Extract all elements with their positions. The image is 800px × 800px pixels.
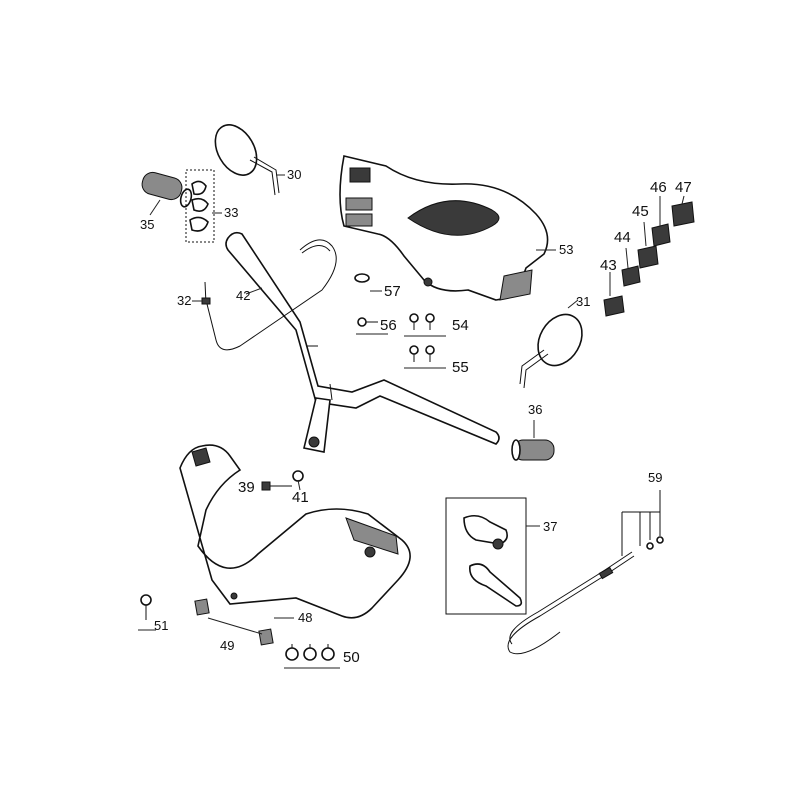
brake-cable-left (205, 239, 337, 351)
label-51: 51 (154, 618, 168, 633)
screw-55 (409, 345, 435, 362)
label-50: 50 (343, 649, 360, 666)
label-49: 49 (220, 638, 234, 653)
label-55: 55 (452, 359, 469, 376)
left-grip (141, 171, 193, 216)
switch-parts (603, 195, 695, 317)
label-39: 39 (238, 479, 255, 496)
left-mirror (214, 124, 285, 196)
label-46: 46 (650, 179, 667, 196)
clips-49 (194, 598, 274, 646)
label-42: 42 (236, 288, 250, 303)
label-56: 56 (380, 317, 397, 334)
label-53: 53 (559, 242, 573, 257)
label-30: 30 (287, 167, 301, 182)
brake-lever-assembly (445, 497, 540, 615)
screw-54 (409, 313, 435, 330)
right-grip (511, 420, 555, 461)
grip-end-parts (185, 169, 222, 243)
fasteners-upper (354, 273, 446, 369)
label-36: 36 (528, 402, 542, 417)
label-31: 31 (576, 294, 590, 309)
rear-handlebar-cover (179, 444, 411, 619)
label-41: 41 (292, 489, 309, 506)
label-44: 44 (614, 229, 631, 246)
label-59: 59 (648, 470, 662, 485)
label-57: 57 (384, 283, 401, 300)
right-mirror (519, 299, 583, 389)
screws-50 (284, 644, 340, 669)
label-45: 45 (632, 203, 649, 220)
label-54: 54 (452, 317, 469, 334)
cable-end (192, 281, 211, 305)
handlebar (225, 231, 500, 453)
front-handlebar-cover (339, 155, 556, 301)
label-33: 33 (224, 205, 238, 220)
label-47: 47 (675, 179, 692, 196)
screw-56 (357, 317, 378, 327)
label-43: 43 (600, 257, 617, 274)
throttle-cable (507, 490, 664, 655)
label-32: 32 (177, 293, 191, 308)
bolt-and-nut (261, 470, 304, 491)
screw-51 (138, 594, 156, 631)
label-35: 35 (140, 217, 154, 232)
label-37: 37 (543, 519, 557, 534)
label-48: 48 (298, 610, 312, 625)
